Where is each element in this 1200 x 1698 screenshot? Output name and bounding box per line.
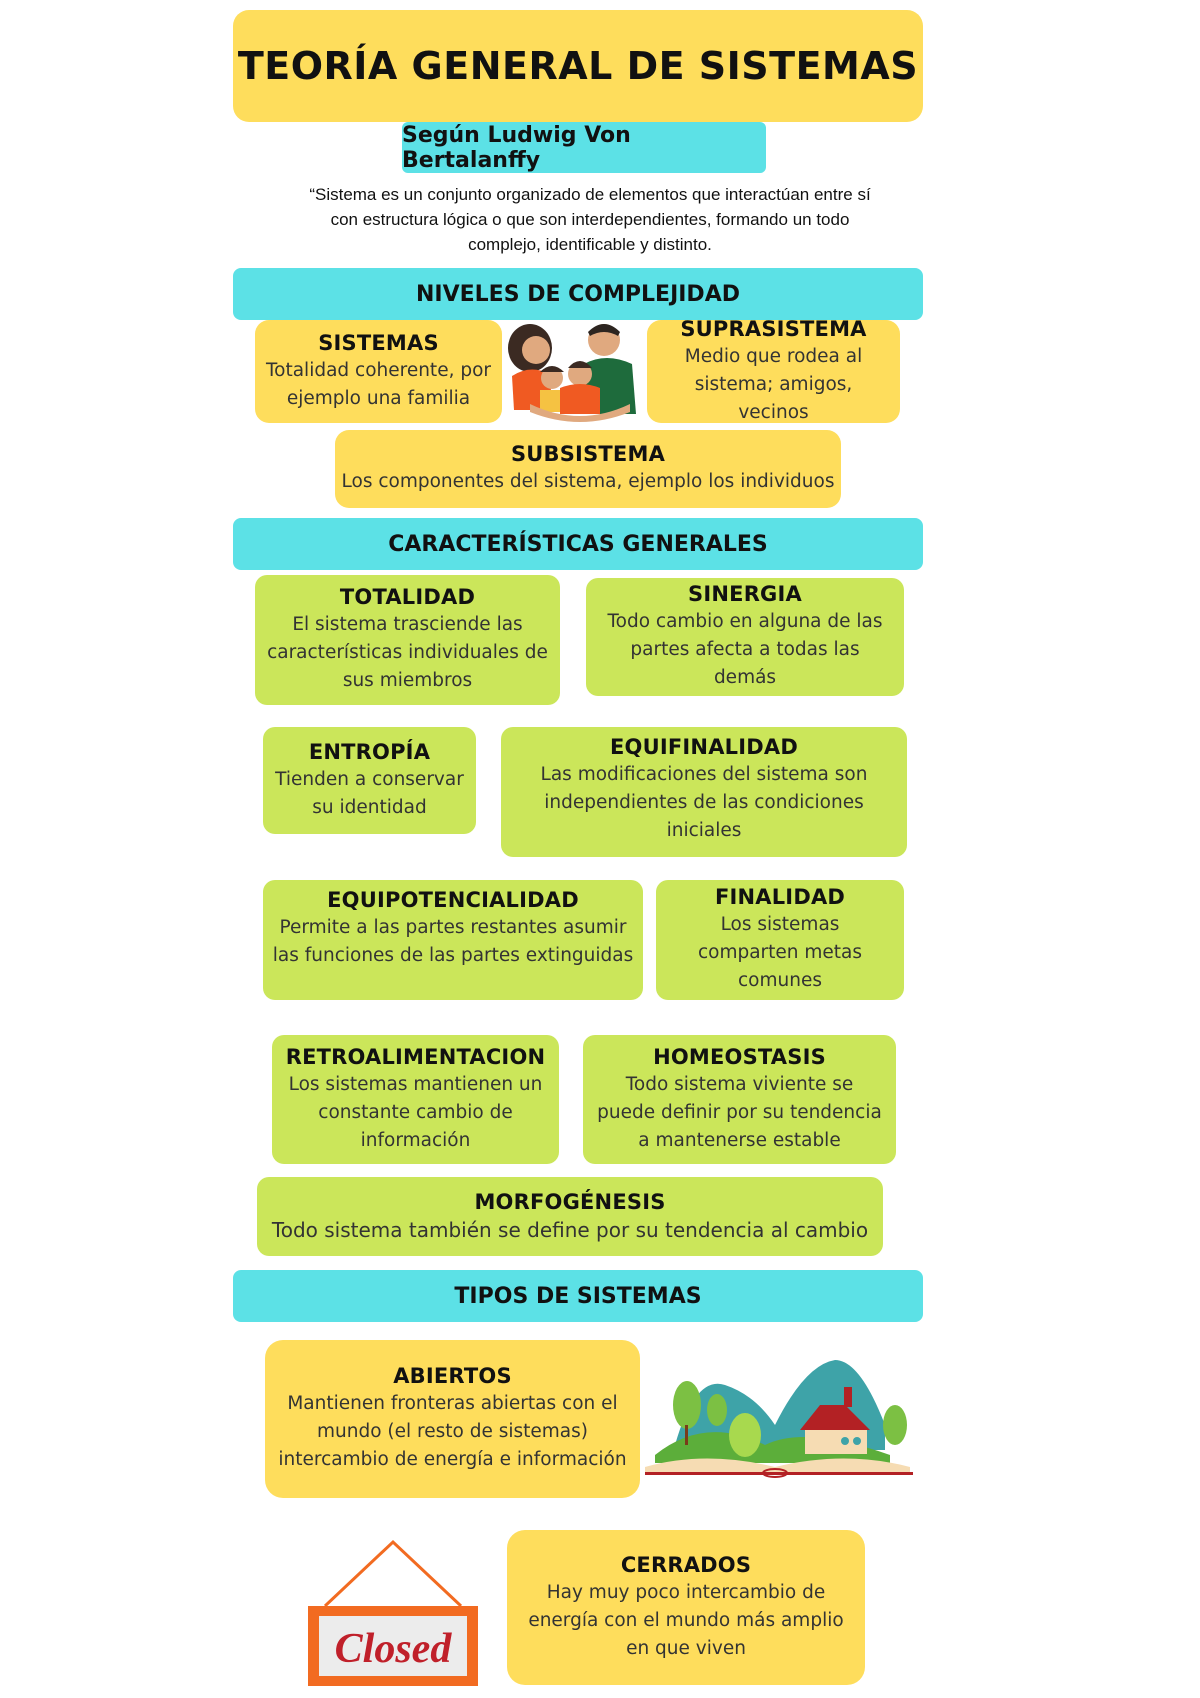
- card-sistemas: SISTEMAS Totalidad coherente, por ejempl…: [255, 320, 502, 423]
- family-illustration: [500, 318, 648, 422]
- card-abiertos: ABIERTOS Mantienen fronteras abiertas co…: [265, 1340, 640, 1498]
- subtitle-badge: Según Ludwig Von Bertalanffy: [402, 122, 766, 173]
- card-morfogenesis: MORFOGÉNESIS Todo sistema también se def…: [257, 1177, 883, 1256]
- card-totalidad: TOTALIDAD El sistema trasciende las cara…: [255, 575, 560, 705]
- svg-text:Closed: Closed: [335, 1626, 453, 1672]
- card-retroalimentacion: RETROALIMENTACION Los sistemas mantienen…: [272, 1035, 559, 1164]
- card-entropia: ENTROPÍA Tienden a conservar su identida…: [263, 727, 476, 834]
- card-sinergia: SINERGIA Todo cambio en alguna de las pa…: [586, 578, 904, 696]
- definition-quote: “Sistema es un conjunto organizado de el…: [309, 185, 871, 254]
- section-heading-caracteristicas: CARACTERÍSTICAS GENERALES: [233, 518, 923, 570]
- card-homeostasis: HOMEOSTASIS Todo sistema viviente se pue…: [583, 1035, 896, 1164]
- card-finalidad: FINALIDAD Los sistemas comparten metas c…: [656, 880, 904, 1000]
- card-equifinalidad: EQUIFINALIDAD Las modificaciones del sis…: [501, 727, 907, 857]
- section-heading-niveles: NIVELES DE COMPLEJIDAD: [233, 268, 923, 320]
- title-banner: TEORÍA GENERAL DE SISTEMAS: [233, 10, 923, 122]
- section-heading-tipos: TIPOS DE SISTEMAS: [233, 1270, 923, 1322]
- open-book-landscape-icon: [645, 1355, 915, 1480]
- closed-sign-icon: Closed: [303, 1538, 483, 1688]
- page-title: TEORÍA GENERAL DE SISTEMAS: [237, 44, 919, 88]
- card-equipotencialidad: EQUIPOTENCIALIDAD Permite a las partes r…: [263, 880, 643, 1000]
- card-suprasistema: SUPRASISTEMA Medio que rodea al sistema;…: [647, 317, 900, 423]
- card-cerrados: CERRADOS Hay muy poco intercambio de ene…: [507, 1530, 865, 1685]
- card-subsistema: SUBSISTEMA Los componentes del sistema, …: [335, 430, 841, 508]
- subtitle: Según Ludwig Von Bertalanffy: [402, 122, 631, 173]
